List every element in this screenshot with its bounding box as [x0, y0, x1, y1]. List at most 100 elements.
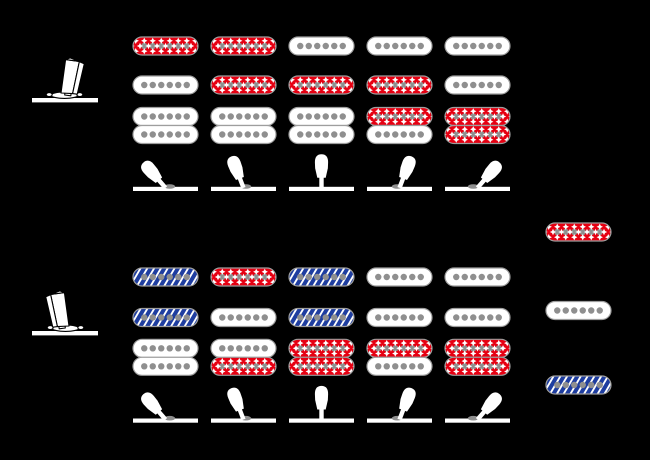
pole-piece-dots: [375, 81, 424, 89]
pole-piece-dots: [453, 314, 502, 321]
section-switch-top: [32, 36, 511, 191]
lever-base-bar: [133, 418, 198, 423]
switch-screw-left: [77, 325, 85, 331]
middle-single-coil-coil-on: [366, 75, 433, 95]
lever-knob: [475, 392, 502, 421]
bridge-humbucker-outer-coil-coil-off: [366, 124, 433, 145]
lever-knob: [397, 387, 416, 421]
bridge-humbucker-outer-coil-coil-off: [210, 124, 277, 145]
lever-stem: [475, 409, 487, 421]
switch-lever-position-5: [445, 160, 510, 191]
bridge-humbucker-inner-coil-coil-off: [210, 338, 277, 358]
lever-knob: [227, 155, 246, 189]
neck-single-coil-coil-on: [210, 36, 277, 56]
bridge-humbucker-inner-coil-coil-off: [132, 106, 199, 127]
switch-top-position-1: [132, 36, 199, 191]
middle-single-coil-coil-off: [444, 75, 511, 95]
lever-knob: [227, 387, 246, 421]
lever-pivot-nub: [164, 415, 176, 421]
bridge-humbucker-outer-coil-coil-off: [366, 356, 433, 376]
pole-piece-dots: [219, 113, 268, 120]
bridge-humbucker-inner-coil-coil-on: [444, 338, 511, 358]
switch-knob-top-face: [65, 57, 85, 65]
pole-piece-dots: [297, 81, 346, 89]
sparkle-pattern: [289, 76, 354, 94]
lever-stem: [397, 407, 406, 421]
switch-lever-position-4: [367, 155, 432, 191]
bridge-humbucker-outer-coil-coil-on: [444, 356, 511, 376]
sparkle-pattern: [445, 126, 510, 143]
pole-piece-dots: [297, 345, 346, 352]
switch-lever-position-2: [211, 155, 276, 191]
pole-piece-dots: [453, 113, 502, 120]
pole-piece-dots: [219, 273, 268, 281]
pole-piece-dots: [219, 314, 268, 321]
switch-bottom-position-5: [444, 267, 511, 423]
pole-piece-dots: [453, 363, 502, 370]
lever-base-bar: [211, 186, 276, 191]
pole-piece-dots: [141, 273, 190, 281]
pole-piece-dots: [375, 42, 424, 50]
lever-knob-cap: [227, 387, 244, 412]
switch-bottom-position-3: [288, 267, 355, 423]
lever-pivot-nub: [164, 184, 176, 189]
pole-piece-dots: [375, 113, 424, 120]
sparkle-pattern: [445, 339, 510, 357]
bridge-humbucker-inner-coil-coil-on: [366, 338, 433, 358]
switch-mount-bar: [32, 331, 98, 336]
lever-base-bar: [289, 418, 354, 423]
lever-knob-cap: [141, 392, 163, 415]
sparkle-pattern: [211, 76, 276, 94]
switch-lever-position-3: [289, 154, 354, 191]
pole-piece-dots: [297, 273, 346, 281]
switch-bottom-position-1: [132, 267, 199, 423]
lever-knob: [314, 385, 329, 420]
sparkle-pattern: [445, 108, 510, 125]
pole-piece-dots: [297, 131, 346, 138]
switch-top-position-5: [444, 36, 511, 191]
neck-single-coil-coil-on: [210, 267, 277, 287]
switch-bottom-position-2: [210, 267, 277, 423]
lever-stem: [156, 177, 168, 190]
pole-piece-dots: [375, 273, 424, 281]
pole-piece-dots: [453, 42, 502, 50]
switch-lever-position-2: [211, 387, 276, 423]
pole-piece-dots: [375, 314, 424, 321]
pole-piece-dots: [141, 113, 190, 120]
legend-on-coil-on: [545, 222, 612, 242]
lever-knob-cap: [141, 160, 163, 184]
lever-knob: [475, 160, 502, 190]
lever-knob-cap: [399, 387, 416, 412]
lever-base-bar: [367, 418, 432, 423]
pole-piece-dots: [141, 345, 190, 352]
switch-mount-bar: [32, 98, 98, 103]
bridge-humbucker-outer-coil-coil-off: [288, 124, 355, 145]
sparkle-pattern: [211, 357, 276, 375]
sparkle-pattern: [367, 339, 432, 357]
pole-piece-dots: [375, 363, 424, 370]
lever-base-bar: [445, 186, 510, 191]
pole-piece-dots: [141, 81, 190, 89]
middle-single-coil-coil-tap: [132, 307, 199, 328]
pole-piece-dots: [141, 42, 190, 50]
bridge-humbucker-inner-coil-coil-on: [288, 338, 355, 358]
switch-screw-left: [45, 92, 53, 98]
middle-single-coil-coil-off: [444, 307, 511, 328]
lever-base-bar: [445, 418, 510, 423]
sparkle-pattern: [289, 357, 354, 375]
lever-knob: [141, 392, 168, 421]
switch-bottom-position-4: [366, 267, 433, 423]
sparkle-pattern: [289, 339, 354, 357]
pole-piece-dots: [453, 345, 502, 352]
switch-top-position-2: [210, 36, 277, 191]
pole-piece-dots: [375, 131, 424, 138]
selector-switch-icon-switch-top: [32, 57, 98, 103]
lever-stem: [397, 176, 406, 189]
middle-single-coil-coil-off: [366, 307, 433, 328]
lever-base-bar: [367, 186, 432, 191]
pole-piece-dots: [219, 363, 268, 370]
lever-stem: [319, 176, 324, 188]
lever-stem: [237, 407, 246, 421]
lever-knob: [141, 160, 168, 190]
